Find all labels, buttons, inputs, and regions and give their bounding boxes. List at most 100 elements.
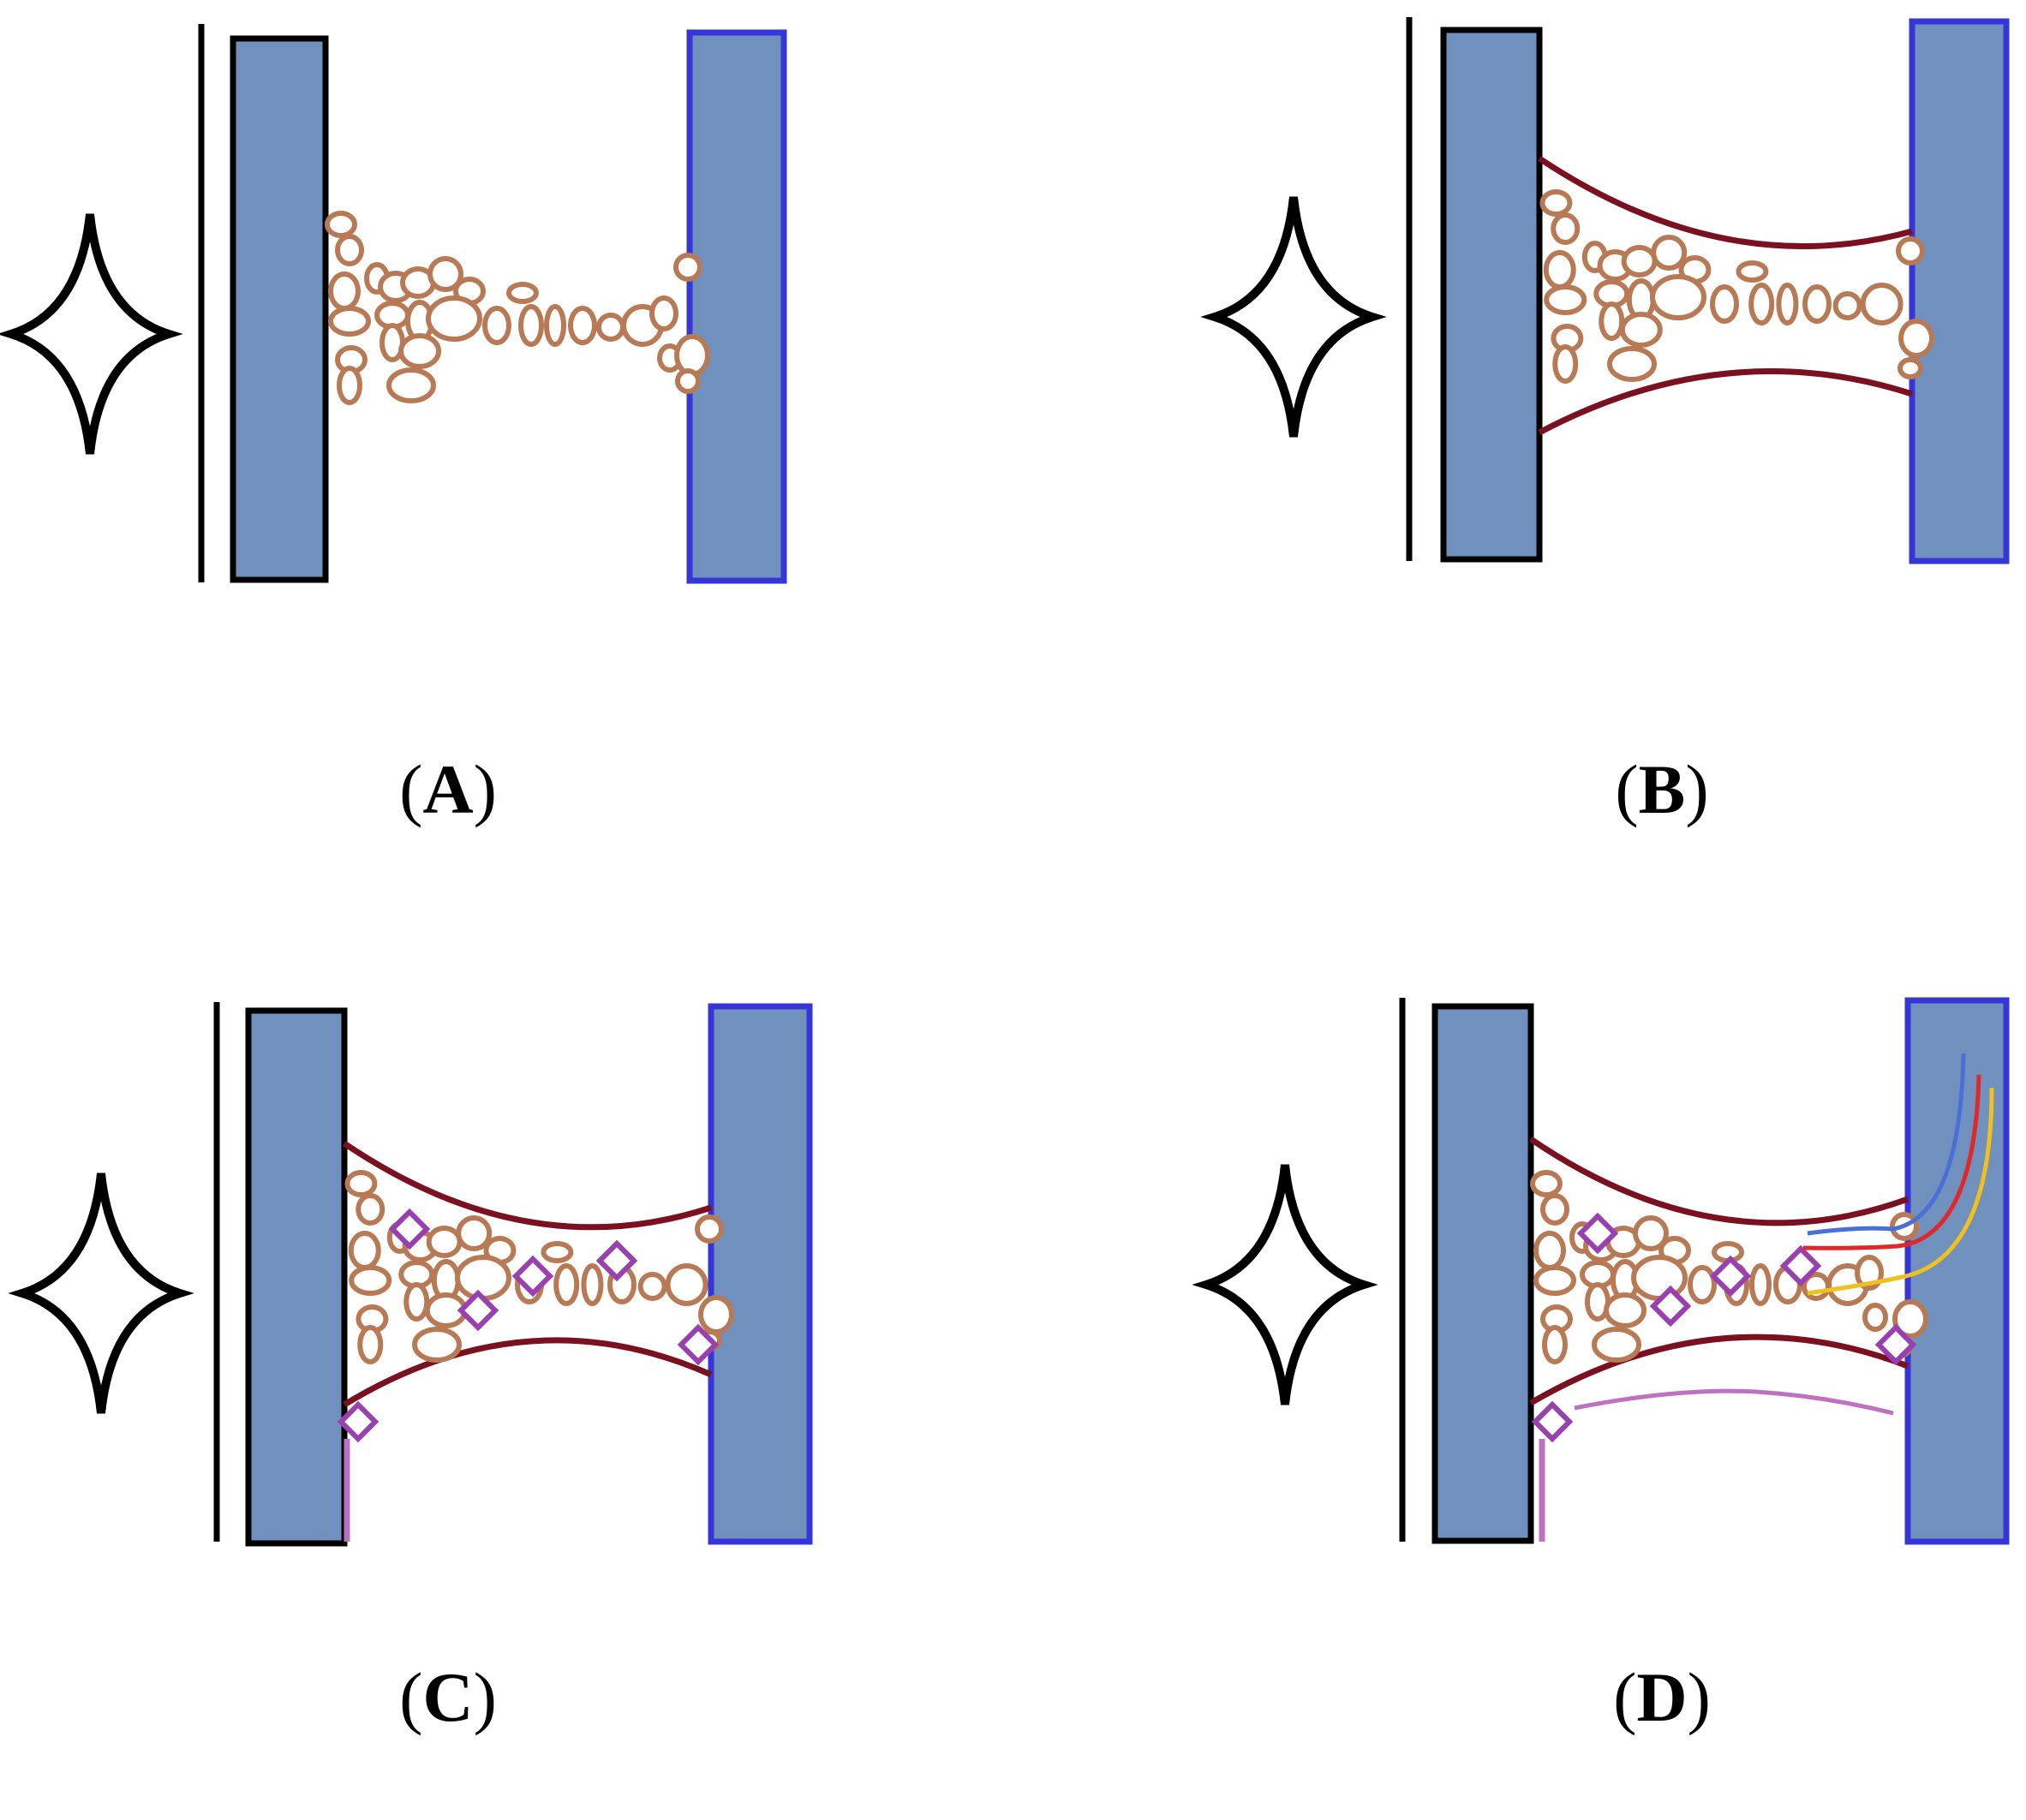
bubble-cluster-b bbox=[1539, 189, 1934, 384]
diamond-d-3 bbox=[1779, 1244, 1822, 1287]
bubble-d-1 bbox=[1540, 1193, 1569, 1226]
bubble-c-0 bbox=[344, 1170, 378, 1197]
bubble-b-17 bbox=[1710, 284, 1739, 324]
bubble-b-19 bbox=[1748, 283, 1775, 325]
left-plate-a bbox=[230, 35, 329, 583]
bubble-cluster-d bbox=[1530, 1170, 1928, 1364]
diamond-c-1 bbox=[457, 1289, 499, 1332]
bubble-d-9 bbox=[1633, 1215, 1669, 1251]
edge-bubble-c-0 bbox=[695, 1214, 724, 1244]
caption-a-letter: A bbox=[422, 750, 474, 828]
bubble-d-3 bbox=[1533, 1265, 1576, 1296]
bubble-cluster-a bbox=[325, 211, 710, 405]
diamond-d-5 bbox=[1531, 1400, 1574, 1443]
edge-bubble-a-2 bbox=[675, 368, 701, 394]
membrane-bottom-b bbox=[1538, 368, 1914, 436]
diamond-c-0 bbox=[388, 1208, 431, 1250]
edge-bubble-b-0 bbox=[1896, 236, 1925, 266]
bubble-b-0 bbox=[1539, 189, 1573, 217]
bubble-c-19 bbox=[553, 1263, 580, 1306]
bubble-a-16 bbox=[386, 367, 436, 403]
caption-c: (C) bbox=[399, 1658, 497, 1736]
star-icon-a bbox=[0, 213, 183, 455]
bubble-c-14 bbox=[403, 1282, 430, 1322]
diamond-d-1 bbox=[1649, 1285, 1692, 1328]
panel-a: (A) bbox=[0, 0, 1011, 908]
right-plate-b bbox=[1909, 18, 2010, 564]
bubble-c-3 bbox=[349, 1265, 392, 1296]
panel-d: (D) bbox=[1011, 908, 2022, 1816]
edge-bubble-d-1 bbox=[1892, 1299, 1928, 1339]
panel-b: (B) bbox=[1011, 0, 2022, 908]
fiber-yellow-d bbox=[1807, 1087, 1994, 1296]
bubble-c-9 bbox=[456, 1215, 493, 1251]
membrane-top-b bbox=[1538, 156, 1913, 249]
bubble-a-19 bbox=[518, 304, 544, 347]
bubble-d-20 bbox=[1749, 1263, 1772, 1306]
bubble-c-5 bbox=[357, 1325, 384, 1364]
bubble-a-15 bbox=[398, 333, 441, 369]
right-plate-c bbox=[708, 1003, 813, 1545]
left-plate-c bbox=[245, 1007, 348, 1547]
caption-c-letter: C bbox=[422, 1658, 474, 1736]
bubble-c-20 bbox=[581, 1263, 604, 1306]
bubble-d-16 bbox=[1592, 1327, 1641, 1363]
bubble-d-0 bbox=[1530, 1170, 1563, 1197]
panel-c-diagram bbox=[8, 1002, 813, 1547]
bubble-c-2 bbox=[348, 1231, 381, 1270]
bubble-a-13 bbox=[426, 295, 482, 342]
bubble-a-5 bbox=[337, 366, 362, 405]
diamond-c-2 bbox=[511, 1255, 554, 1298]
fiber-red-d bbox=[1802, 1074, 1981, 1250]
edge-bubble-b-1 bbox=[1898, 319, 1934, 358]
bubble-c-18 bbox=[541, 1241, 574, 1263]
caption-b: (B) bbox=[1615, 750, 1709, 828]
bubble-d-15 bbox=[1604, 1292, 1646, 1328]
bubble-a-21 bbox=[568, 306, 597, 345]
star-icon-b bbox=[1200, 196, 1387, 438]
bubble-a-2 bbox=[328, 272, 361, 311]
diamond-d-0 bbox=[1576, 1212, 1619, 1255]
bubble-c-13 bbox=[455, 1255, 511, 1301]
bubble-b-13 bbox=[1650, 274, 1706, 320]
bubble-a-3 bbox=[328, 306, 371, 337]
membrane-bottom-c bbox=[343, 1337, 713, 1407]
bubble-a-17 bbox=[482, 306, 511, 345]
bubble-b-9 bbox=[1651, 235, 1688, 271]
bubble-c-23 bbox=[665, 1263, 708, 1306]
bubble-b-23 bbox=[1860, 283, 1903, 325]
diamond-c-3 bbox=[595, 1239, 638, 1282]
edge-bubble-a-1 bbox=[674, 334, 710, 377]
bubble-a-24 bbox=[649, 295, 678, 331]
star-icon-d bbox=[1192, 1164, 1378, 1405]
diamond-d-4 bbox=[1874, 1323, 1917, 1366]
bubble-d-17 bbox=[1688, 1265, 1717, 1304]
bubble-b-21 bbox=[1802, 284, 1832, 324]
bubble-b-15 bbox=[1619, 312, 1663, 348]
bubble-c-22 bbox=[637, 1272, 667, 1301]
panel-c: (C) bbox=[0, 908, 1011, 1816]
bubble-b-8 bbox=[1621, 245, 1658, 277]
panel-b-diagram bbox=[1200, 17, 2010, 564]
bubble-c-16 bbox=[412, 1327, 462, 1363]
bubble-d-5 bbox=[1542, 1325, 1568, 1364]
bubble-a-1 bbox=[335, 234, 364, 266]
bubble-b-5 bbox=[1552, 344, 1579, 384]
edge-bubble-c-1 bbox=[698, 1295, 734, 1334]
bubble-b-1 bbox=[1551, 212, 1581, 245]
bubble-a-18 bbox=[506, 282, 539, 304]
caption-a: (A) bbox=[399, 750, 497, 828]
caption-d: (D) bbox=[1613, 1658, 1711, 1736]
membrane-top-d bbox=[1529, 1137, 1909, 1226]
bubble-b-22 bbox=[1832, 291, 1862, 320]
fiber-blue-d bbox=[1807, 1053, 1966, 1236]
diamond-c-5 bbox=[337, 1400, 380, 1443]
bubble-b-3 bbox=[1544, 284, 1587, 315]
diamond-c-4 bbox=[677, 1323, 720, 1366]
caption-b-letter: B bbox=[1638, 750, 1686, 828]
bubble-a-9 bbox=[427, 256, 463, 292]
bubble-c-1 bbox=[356, 1193, 385, 1226]
edge-bubble-b-2 bbox=[1898, 357, 1923, 379]
pink-film-d bbox=[1574, 1388, 1894, 1416]
